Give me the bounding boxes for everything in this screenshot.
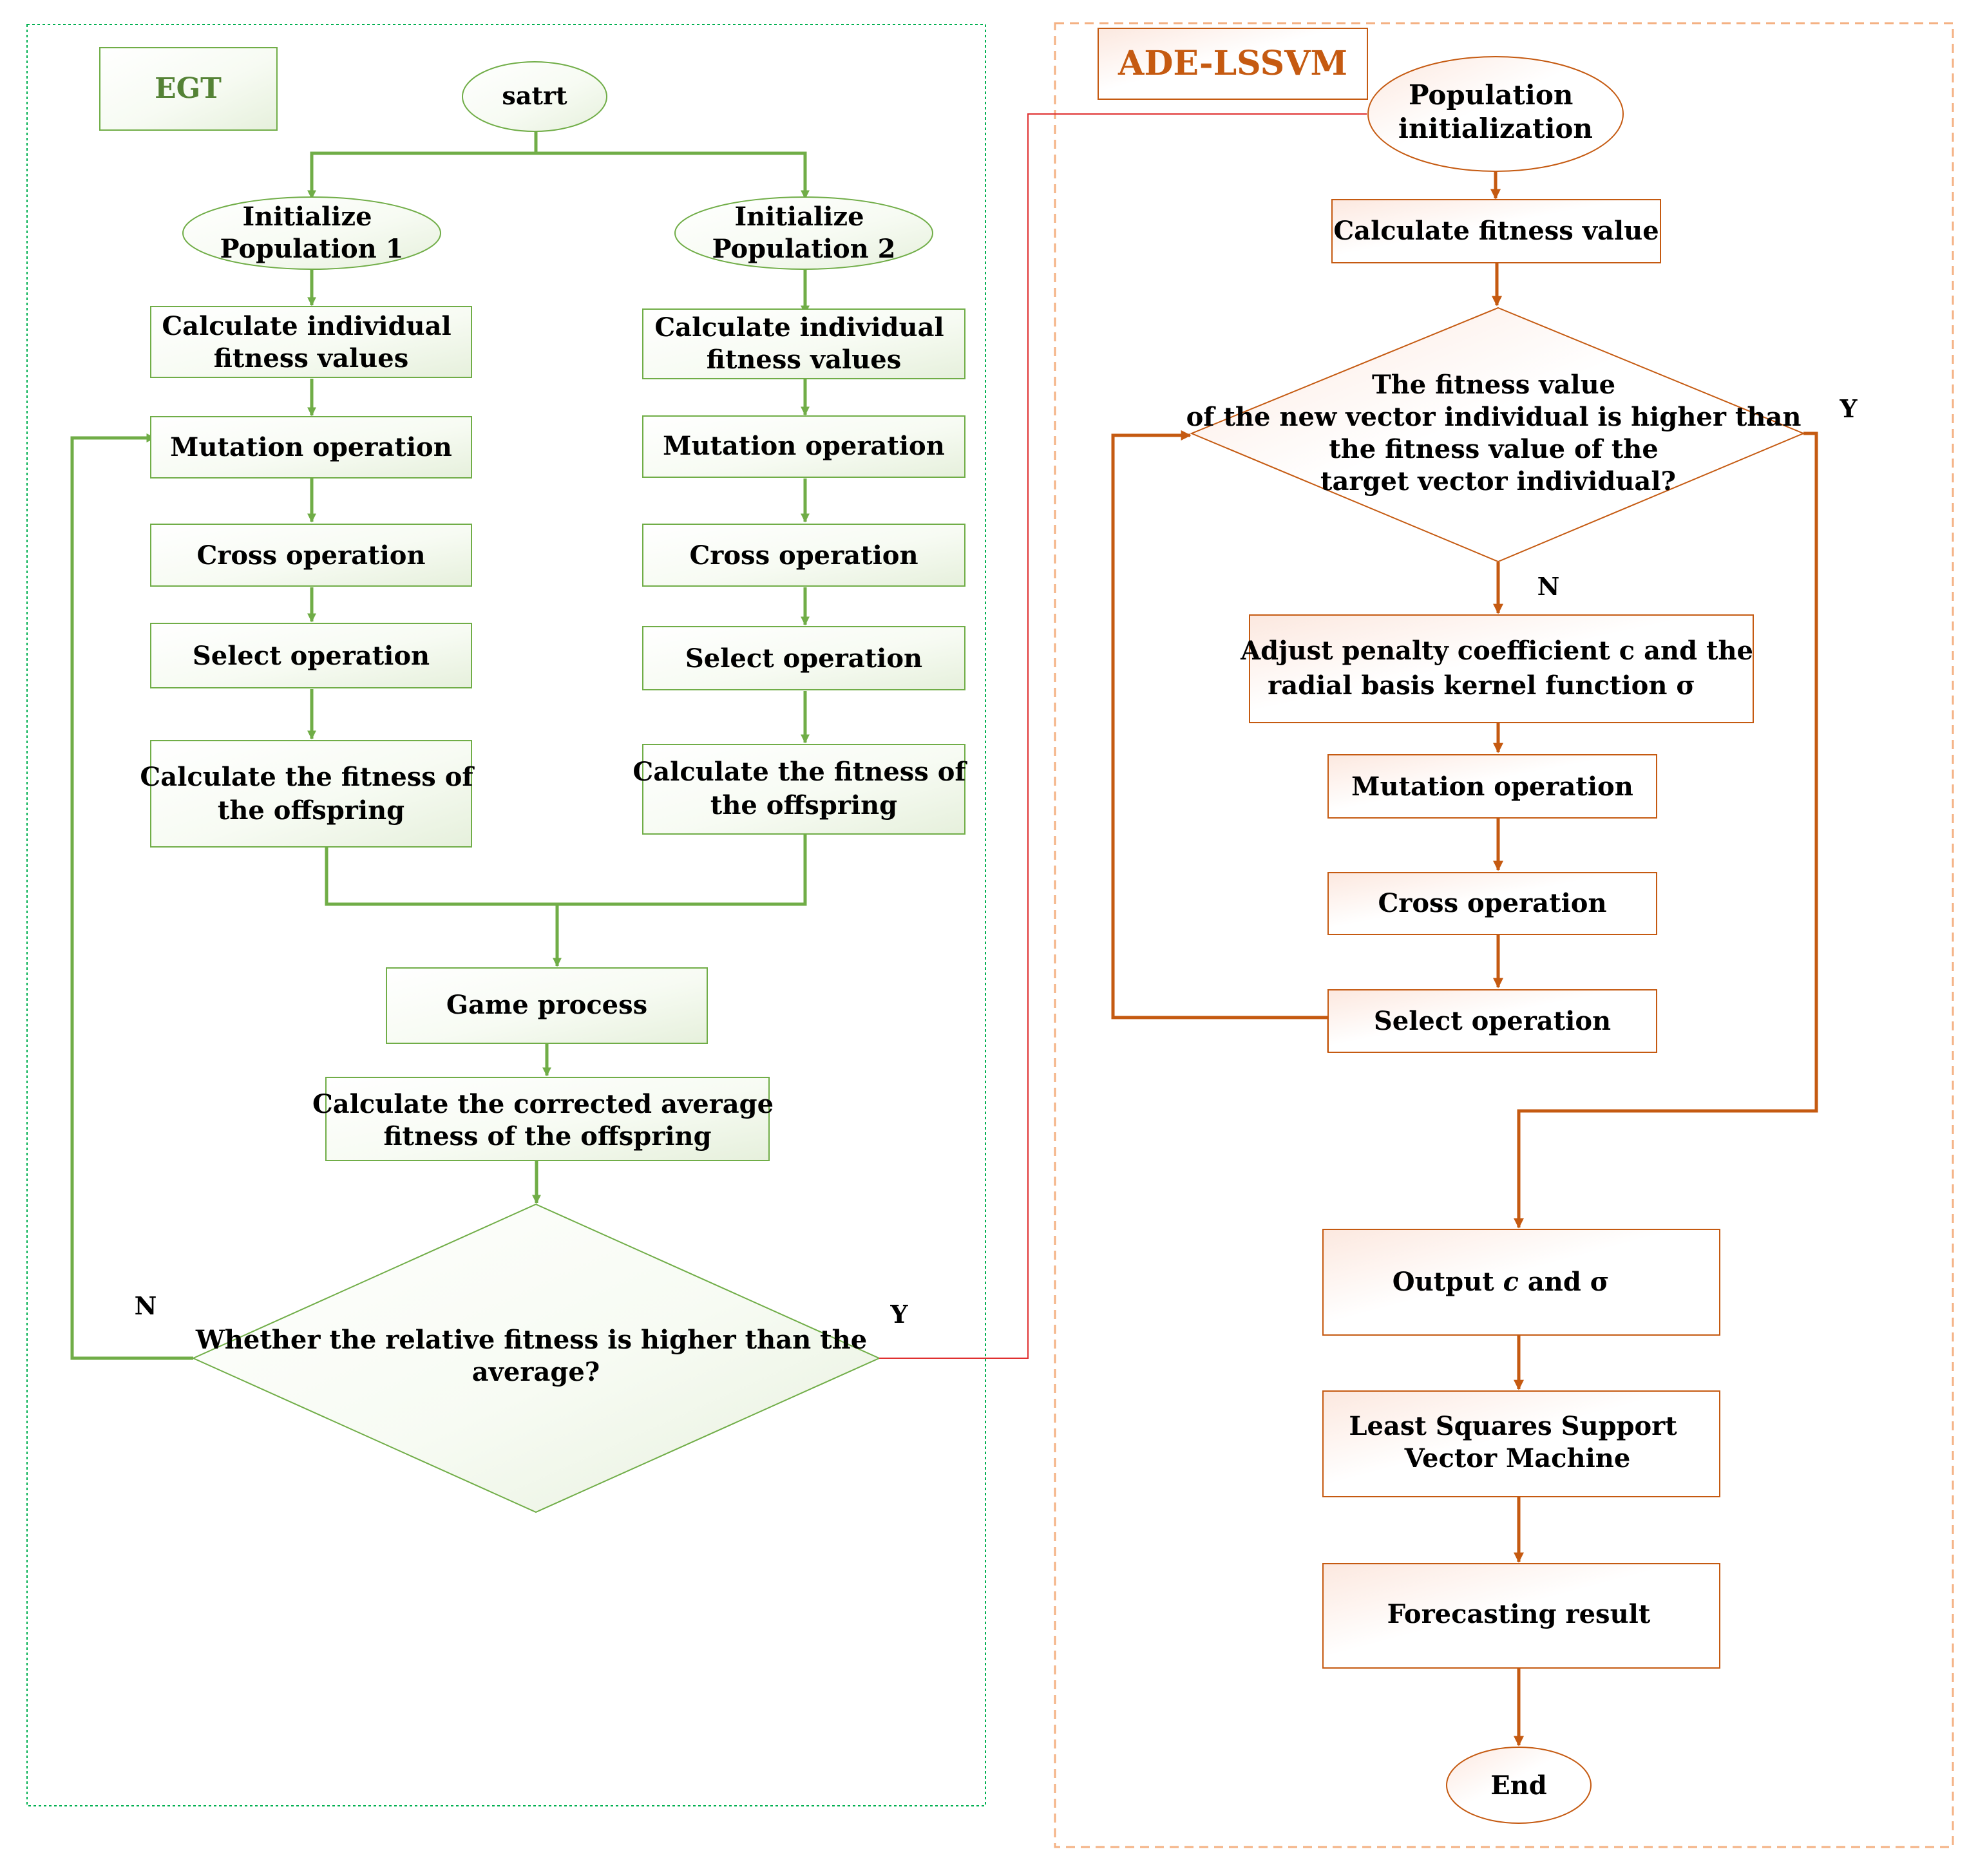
output-c: c [1503, 1267, 1519, 1297]
adjust-parameters-line2: radial basis kernel function σ [1268, 670, 1695, 701]
select-1-text: Select operation [193, 641, 430, 671]
svg-text:Calculate individual fit: Calculate individual fitness values [654, 312, 953, 375]
svg-text:Population initializatio: Population initialization [1398, 79, 1593, 144]
svg-text:Output c and σ: Output c and σ [1393, 1267, 1610, 1297]
svg-text:Initialize Population 2: Initialize Population 2 [712, 202, 895, 264]
ade-no-label: N [1537, 572, 1560, 601]
svg-text:Calculate the fitness of: Calculate the fitness of the offspring [140, 762, 482, 826]
egt-decision-diamond: Whether the relative fitness is higher t… [191, 1203, 881, 1513]
calc-fitness-2-box: Calculate individual fitness values [642, 308, 965, 379]
egt-start-text: satrt [502, 81, 567, 110]
ade-decision-line2: of the new vector individual is higher t… [1186, 402, 1802, 432]
offspring-fitness-1-line1: Calculate the fitness of [140, 762, 475, 792]
select-1-box: Select operation [150, 623, 472, 688]
end-node: End [1446, 1747, 1592, 1824]
calc-fitness-2-line1: Calculate individual [654, 312, 944, 343]
ade-title-box: ADE-LSSVM [1098, 28, 1368, 100]
egt-no-label: N [135, 1291, 157, 1320]
init-population-1-line1: Initialize [242, 202, 372, 232]
game-process-box: Game process [386, 967, 708, 1044]
offspring-fitness-2-line2: the offspring [710, 790, 897, 820]
cross-2-text: Cross operation [689, 540, 918, 571]
ade-panel-frame [1054, 22, 1954, 1848]
ade-title: ADE-LSSVM [1117, 44, 1347, 83]
init-population-2: Initialize Population 2 [674, 196, 933, 270]
svg-text:Least Squares Support Ve: Least Squares Support Vector Machine [1349, 1411, 1686, 1473]
ade-mutation-text: Mutation operation [1351, 772, 1633, 802]
game-process-text: Game process [446, 990, 647, 1020]
init-population-2-line1: Initialize [734, 202, 864, 232]
output-suffix: and σ [1519, 1267, 1609, 1297]
corrected-fitness-box: Calculate the corrected average fitness … [312, 1077, 783, 1161]
svg-text:Initialize Population 1: Initialize Population 1 [220, 202, 403, 264]
lssvm-line2: Vector Machine [1404, 1443, 1631, 1473]
egt-panel-frame [26, 24, 986, 1806]
cross-1-text: Cross operation [196, 540, 425, 571]
ade-select-box: Select operation [1327, 989, 1657, 1053]
egt-connectors [70, 131, 810, 1360]
egt-yes-label: Y [889, 1300, 908, 1329]
ade-init-node: Population initialization [1367, 56, 1624, 172]
offspring-fitness-2-box: Calculate the fitness of the offspring [632, 744, 975, 835]
egt-decision-line1: Whether the relative fitness is higher t… [195, 1325, 867, 1355]
offspring-fitness-2-line1: Calculate the fitness of [632, 757, 967, 787]
svg-text:The fitness value of the: The fitness value of the new vector indi… [1186, 370, 1811, 497]
svg-text:Calculate the fitness of: Calculate the fitness of the offspring [632, 757, 975, 820]
egt-start-node: satrt [462, 61, 607, 132]
svg-text:Calculate individual fit: Calculate individual fitness values [162, 311, 460, 374]
ade-decision-line4: target vector individual? [1320, 466, 1676, 497]
ade-mutation-box: Mutation operation [1327, 754, 1657, 819]
ade-decision-diamond: The fitness value of the new vector indi… [1186, 307, 1811, 563]
ade-cross-text: Cross operation [1378, 888, 1606, 918]
cross-2-box: Cross operation [642, 524, 965, 587]
forecasting-text: Forecasting result [1387, 1599, 1651, 1629]
end-text: End [1490, 1770, 1547, 1801]
lssvm-line1: Least Squares Support [1349, 1411, 1677, 1441]
ade-yes-label: Y [1839, 394, 1858, 423]
ade-decision-line1: The fitness value [1372, 370, 1615, 400]
forecasting-box: Forecasting result [1322, 1563, 1720, 1669]
calc-fitness-2-line2: fitness values [707, 345, 901, 375]
adjust-parameters-box: Adjust penalty coefficient c and the rad… [1240, 614, 1762, 723]
adjust-parameters-line1: Adjust penalty coefficient c and the [1240, 636, 1753, 666]
ade-calc-fitness-text: Calculate fitness value [1333, 216, 1659, 246]
calc-fitness-1-box: Calculate individual fitness values [150, 306, 472, 378]
calc-fitness-1-line1: Calculate individual [162, 311, 451, 341]
init-population-1: Initialize Population 1 [182, 196, 441, 270]
corrected-fitness-line1: Calculate the corrected average [312, 1089, 774, 1119]
ade-decision-line3: the fitness value of the [1329, 434, 1659, 464]
calc-fitness-1-line2: fitness values [214, 343, 408, 374]
lssvm-box: Least Squares Support Vector Machine [1322, 1390, 1720, 1497]
svg-text:Calculate the corrected averag: Calculate the corrected average fitness … [312, 1089, 783, 1151]
mutation-1-box: Mutation operation [150, 416, 472, 478]
cross-1-box: Cross operation [150, 524, 472, 587]
corrected-fitness-line2: fitness of the offspring [383, 1121, 711, 1151]
ade-cross-box: Cross operation [1327, 872, 1657, 935]
egt-decision-line2: average? [472, 1357, 600, 1387]
mutation-2-text: Mutation operation [663, 431, 945, 461]
offspring-fitness-1-line2: the offspring [218, 795, 404, 826]
ade-select-text: Select operation [1374, 1006, 1611, 1036]
egt-to-ade-link [879, 113, 1367, 1359]
ade-init-line2: initialization [1398, 113, 1593, 144]
init-population-2-line2: Population 2 [712, 234, 895, 264]
egt-title-box: EGT [99, 47, 278, 131]
svg-text:Adjust penalty coefficient c a: Adjust penalty coefficient c and the rad… [1240, 636, 1762, 701]
output-prefix: Output [1393, 1267, 1503, 1297]
ade-init-line1: Population [1409, 79, 1573, 111]
egt-title: EGT [155, 72, 222, 105]
select-2-box: Select operation [642, 626, 965, 690]
svg-text:Whether the relative fitness i: Whether the relative fitness is higher t… [195, 1325, 876, 1387]
ade-calc-fitness-box: Calculate fitness value [1331, 199, 1661, 263]
mutation-2-box: Mutation operation [642, 415, 965, 478]
init-population-1-line2: Population 1 [220, 234, 403, 264]
mutation-1-text: Mutation operation [170, 432, 452, 462]
offspring-fitness-1-box: Calculate the fitness of the offspring [140, 740, 482, 848]
output-box: Output c and σ [1322, 1229, 1720, 1336]
select-2-text: Select operation [685, 643, 922, 674]
